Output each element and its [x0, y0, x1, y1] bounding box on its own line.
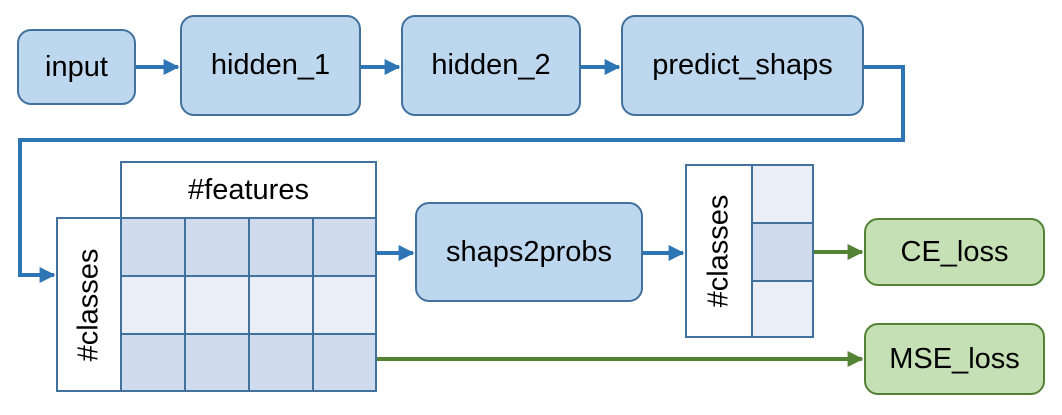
- matrix-classes-axis-label: #classes: [72, 248, 105, 361]
- prob-vector-cell: [751, 164, 814, 224]
- shap-matrix-cell: [184, 275, 250, 335]
- shap-matrix-cell: [312, 275, 377, 335]
- shap-matrix-cell: [120, 275, 186, 335]
- shaps2probs-node: shaps2probs: [415, 202, 643, 302]
- arrow-predict-to-matrix: [18, 65, 905, 283]
- shap-matrix-cell: [120, 333, 186, 392]
- predict-shaps-node: predict_shaps: [621, 15, 864, 116]
- input-node: input: [17, 29, 136, 105]
- ce-loss-node: CE_loss: [864, 218, 1045, 286]
- shap-matrix-cell: [248, 333, 314, 392]
- features-axis-label: #features: [120, 161, 377, 219]
- hidden-1-node: hidden_1: [180, 15, 361, 116]
- shap-matrix-cell: [248, 217, 314, 277]
- matrix-classes-axis-box: #classes: [56, 217, 122, 392]
- shap-matrix-cell: [184, 217, 250, 277]
- shap-matrix-cell: [184, 333, 250, 392]
- vector-classes-axis-label: #classes: [702, 194, 735, 308]
- shap-matrix-cell: [312, 333, 377, 392]
- shap-matrix-cell: [248, 275, 314, 335]
- prob-vector-cell: [751, 222, 814, 282]
- hidden-2-node: hidden_2: [401, 15, 581, 116]
- shap-matrix-cell: [120, 217, 186, 277]
- mse-loss-node: MSE_loss: [864, 323, 1045, 395]
- vector-classes-axis-box: #classes: [685, 164, 753, 338]
- prob-vector-cell: [751, 280, 814, 338]
- shap-matrix-cell: [312, 217, 377, 277]
